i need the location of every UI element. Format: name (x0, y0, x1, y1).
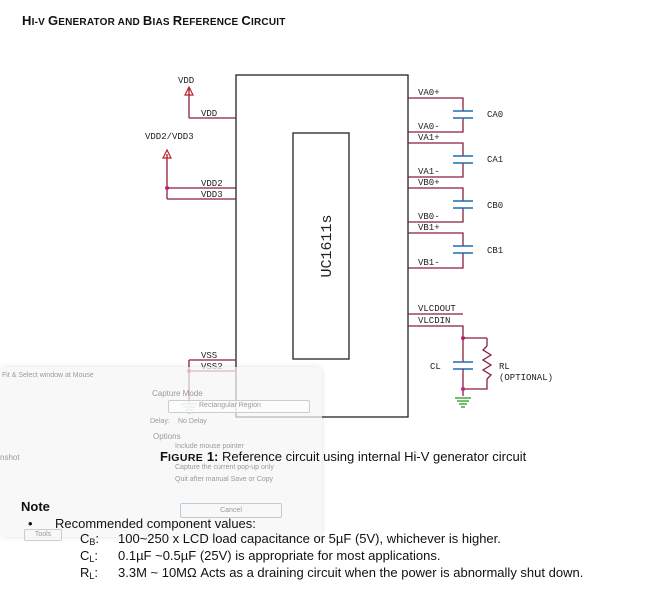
vdd-pin-label: VDD (201, 109, 217, 119)
cap-ca0-label: CA0 (487, 110, 503, 120)
pin-va1p-label: VA1+ (418, 133, 440, 143)
capacitor-cb0 (453, 200, 473, 209)
capacitor-ca0 (453, 110, 473, 119)
overlay-option-1[interactable]: Include mouse pointer (175, 443, 244, 450)
vdd2-pin-label: VDD2 (201, 179, 223, 189)
right-pin-wiring (408, 97, 464, 338)
note-row-cl: CL:0.1µF ~0.5µF (25V) is appropriate for… (80, 548, 441, 564)
vdd-top-label: VDD (178, 76, 194, 86)
pin-va0p-label: VA0+ (418, 88, 440, 98)
overlay-tools-button[interactable]: Tools (24, 529, 62, 541)
cap-ca1-label: CA1 (487, 155, 503, 165)
chip-inner-label-box (292, 132, 350, 360)
capture-mode-select[interactable]: Rectangular Region (168, 400, 310, 413)
chip-body (235, 74, 409, 418)
capacitor-cl (453, 361, 473, 370)
note-title: Note (21, 499, 50, 514)
note-row-cb: CB:100~250 x LCD load capacitance or 5µF… (80, 531, 501, 547)
resistor-rl (481, 345, 493, 380)
section-heading: HI-V GENERATOR AND BIAS REFERENCE CIRCUI… (22, 13, 286, 28)
ground-icon (455, 397, 471, 408)
pin-vb1m-label: VB1- (418, 258, 440, 268)
pin-vb0p-label: VB0+ (418, 178, 440, 188)
note-bullet: •Recommended component values: (28, 516, 256, 531)
resistor-rl-label: RL (499, 362, 510, 372)
overlay-options: Options (153, 432, 181, 441)
cap-cl-label: CL (430, 362, 441, 372)
vdd3-pin-label: VDD3 (201, 190, 223, 200)
pin-vlcdout-label: VLCDOUT (418, 304, 456, 314)
screenshot-tool-overlay: Fit & Select window at Mouse Capture Mod… (0, 367, 322, 541)
vss-pin-label: VSS (201, 351, 217, 361)
overlay-delay-value[interactable]: No Delay (178, 418, 207, 425)
cap-cb1-label: CB1 (487, 246, 503, 256)
overlay-capture-mode: Capture Mode (152, 389, 203, 398)
overlay-option-3[interactable]: Quit after manual Save or Copy (175, 476, 274, 483)
pin-vb0m-label: VB0- (418, 212, 440, 222)
vdd-supply-arrow (184, 85, 194, 118)
overlay-cancel-button[interactable]: Cancel (180, 503, 282, 518)
pin-va1m-label: VA1- (418, 167, 440, 177)
vdd2-supply-arrow (162, 148, 172, 199)
figure-caption: FIGURE 1: Reference circuit using intern… (160, 449, 527, 464)
overlay-left-edge-text: nshot (0, 453, 20, 462)
vdd2-top-label: VDD2/VDD3 (145, 132, 194, 142)
capacitor-cb1 (453, 245, 473, 254)
capacitor-ca1 (453, 155, 473, 164)
resistor-rl-note: (OPTIONAL) (499, 373, 553, 383)
cap-cb0-label: CB0 (487, 201, 503, 211)
overlay-delay-label: Delay: (150, 418, 170, 425)
pin-vb1p-label: VB1+ (418, 223, 440, 233)
pin-vlcdin-label: VLCDIN (418, 316, 450, 326)
overlay-title: Fit & Select window at Mouse (2, 372, 94, 379)
overlay-option-2[interactable]: Capture the current pop-up only (175, 464, 274, 471)
pin-va0m-label: VA0- (418, 122, 440, 132)
note-row-rl: RL:3.3M ~ 10MΩ Acts as a draining circui… (80, 565, 584, 581)
chip-label: UC1611s (319, 214, 336, 277)
